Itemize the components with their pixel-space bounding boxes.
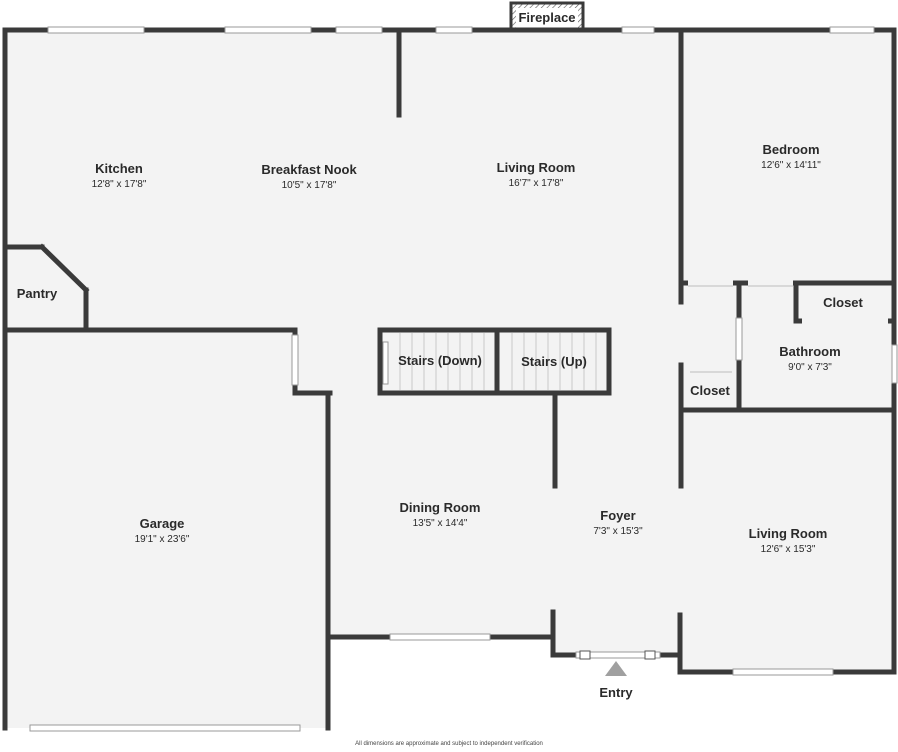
stairs-up-name: Stairs (Up) [521,354,587,369]
breakfast-nook-name: Breakfast Nook [261,162,357,177]
foyer-name: Foyer [600,508,635,523]
stairs-down-name: Stairs (Down) [398,353,482,368]
living-room-main-dims: 16'7" x 17'8" [509,178,564,189]
bathroom-dims: 9'0" x 7'3" [788,362,832,373]
fireplace [509,1,585,33]
bathroom-name: Bathroom [779,344,840,359]
entry-label: Entry [599,685,633,700]
living-room-main-name: Living Room [497,160,576,175]
fireplace-label: Fireplace [518,10,575,25]
pantry-name: Pantry [17,286,58,301]
floor-area [5,30,894,728]
living-room-front-name: Living Room [749,526,828,541]
closet-upper-name: Closet [823,295,863,310]
kitchen-dims: 12'8" x 17'8" [92,179,147,190]
bedroom-name: Bedroom [762,142,819,157]
entry-door [575,650,661,660]
closet-lower-name: Closet [690,383,730,398]
dining-room-name: Dining Room [400,500,481,515]
dining-room-dims: 13'5" x 14'4" [413,518,468,529]
living-room-front-dims: 12'6" x 15'3" [761,544,816,555]
foyer-dims: 7'3" x 15'3" [593,526,643,537]
door-openings [688,280,888,373]
garage-dims: 19'1" x 23'6" [135,534,190,545]
stair-treads [399,333,597,390]
bedroom-dims: 12'6" x 14'11" [761,160,821,171]
door-jambs [688,285,793,373]
kitchen-name: Kitchen [95,161,143,176]
entry-arrow-icon [605,661,627,676]
garage-name: Garage [140,516,185,531]
breakfast-nook-dims: 10'5" x 17'8" [282,180,337,191]
windows [29,26,898,732]
footer-note: All dimensions are approximate and subje… [355,741,543,747]
